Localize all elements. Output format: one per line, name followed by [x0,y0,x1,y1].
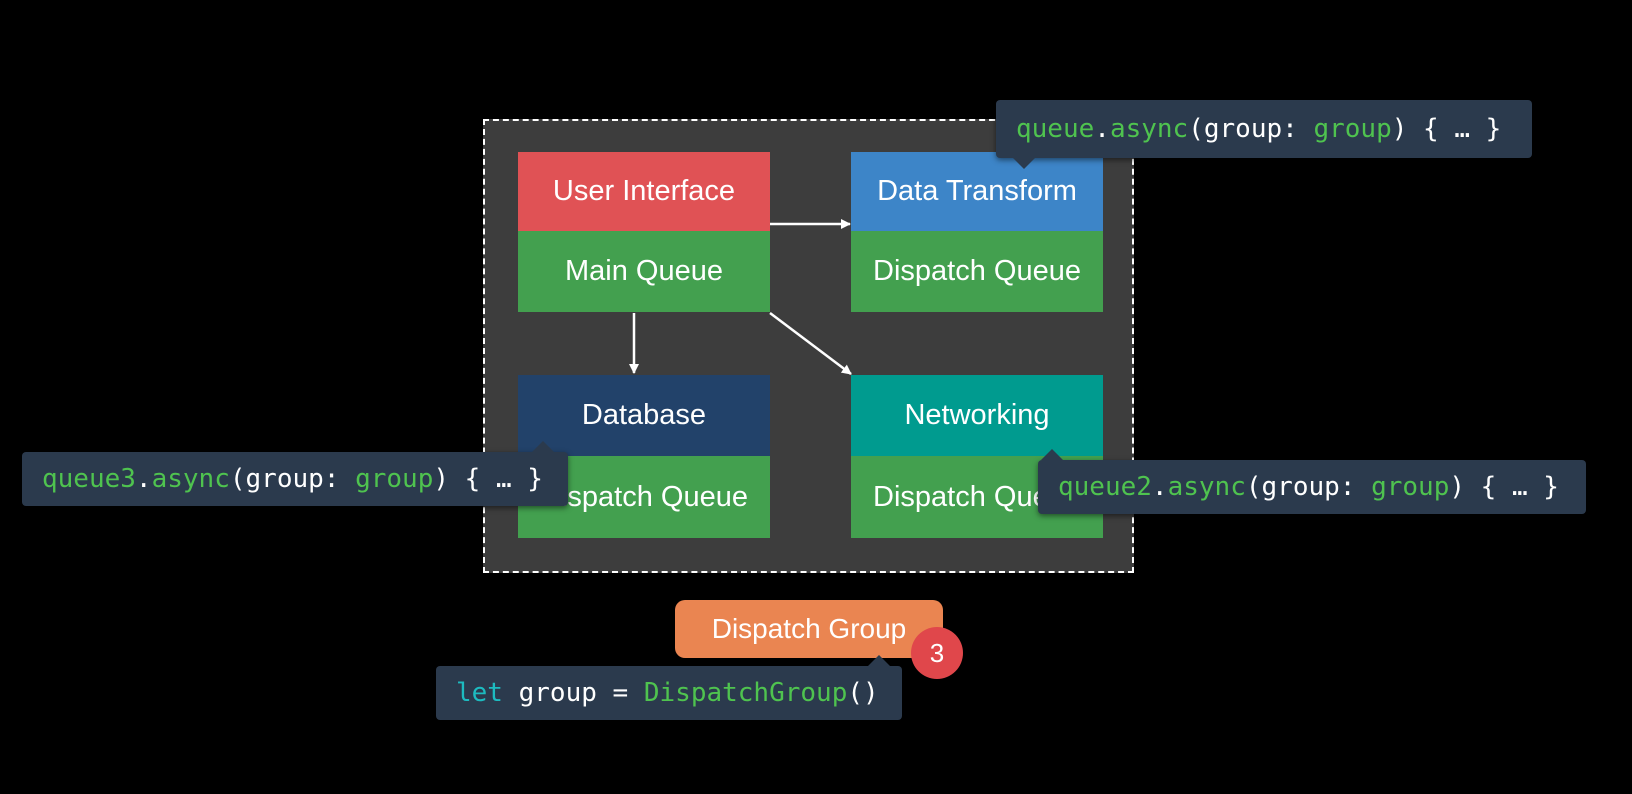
main-queue-block: Main Queue [518,231,770,312]
group-declaration-callout: let group = DispatchGroup() [436,655,902,720]
callout-pointer [1013,158,1035,169]
code-close: ) { … } [1449,472,1559,502]
code-dot: . [1151,472,1168,502]
code-dot: . [135,464,152,494]
group-count-badge: 3 [911,627,963,679]
code-arg: group [1371,472,1450,502]
code-open: (group: [1245,472,1372,502]
code-call: () [847,678,879,708]
data-transform-queue-block: Dispatch Queue [851,231,1103,312]
queue-async-callout: queue.async(group: group) { … } [996,100,1532,169]
dispatch-group-pill: Dispatch Group [675,600,943,658]
queue3-async-callout: queue3.async(group: group) { … } [22,441,568,506]
code-open: (group: [1188,114,1314,144]
code-arg: group [355,464,434,494]
code-mid: group = [502,678,644,708]
networking-block: Networking [851,375,1103,456]
arrow-main-to-networking [769,312,852,375]
code-method: async [1109,114,1189,144]
code-receiver: queue [1016,114,1095,144]
code-receiver: queue2 [1058,472,1152,502]
code-dot: . [1094,114,1110,144]
code-keyword: let [456,678,503,708]
code-method: async [1167,472,1246,502]
callout-pointer [532,441,554,452]
database-block: Database [518,375,770,456]
data-transform-block: Data Transform [851,152,1103,231]
code-close: ) { … } [1391,114,1502,144]
callout-pointer [868,655,890,666]
user-interface-block: User Interface [518,152,770,231]
code-method: async [151,464,230,494]
code-arg: group [1313,114,1392,144]
code-receiver: queue3 [42,464,136,494]
queue2-async-callout: queue2.async(group: group) { … } [1038,449,1586,514]
callout-pointer [1041,449,1063,460]
code-type: DispatchGroup [643,678,848,708]
code-open: (group: [229,464,356,494]
code-close: ) { … } [433,464,543,494]
